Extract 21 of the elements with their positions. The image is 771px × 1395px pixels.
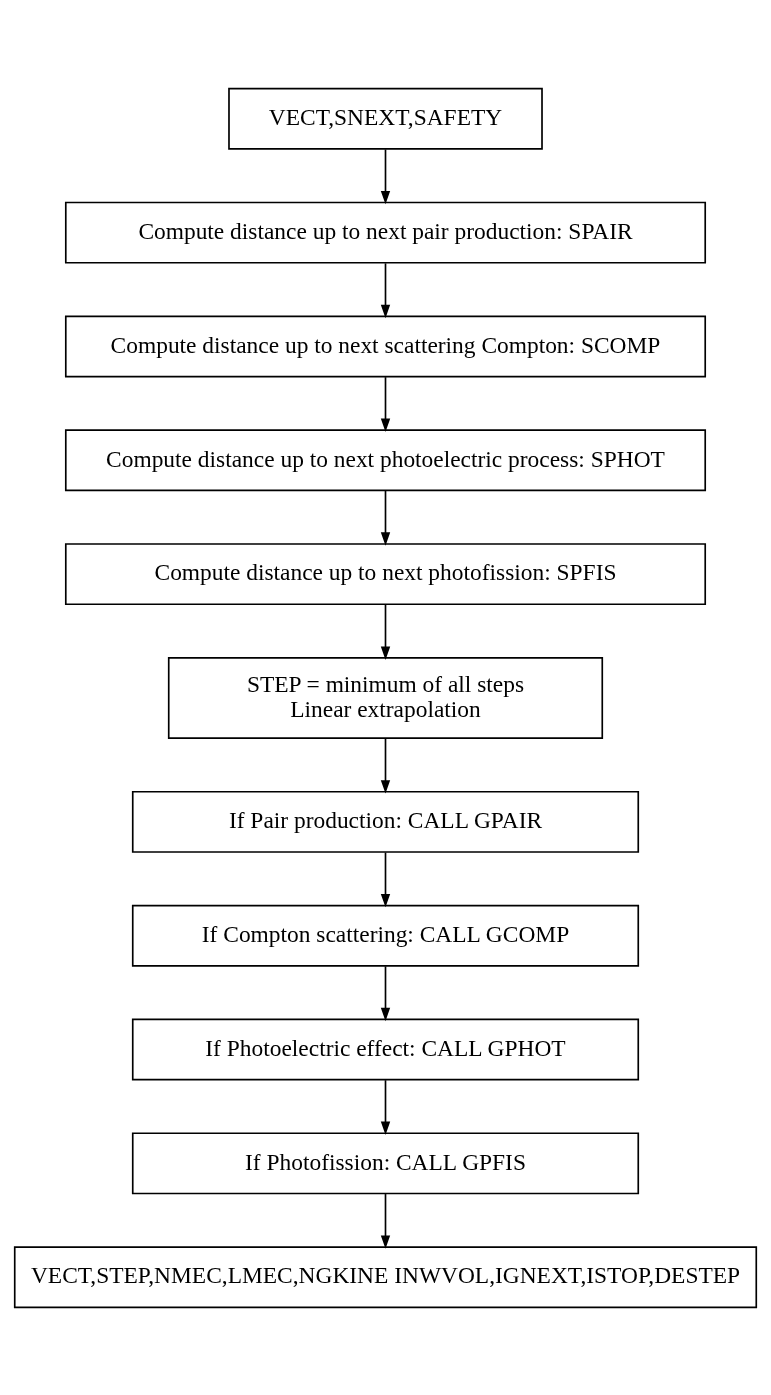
arrow [380,375,391,432]
arrow [380,851,391,907]
arrow [380,1078,391,1135]
node-box: Compute distance up to next photofission: SPFIS [64,542,707,605]
node-box: If Pair production: CALL GPAIR [131,790,640,853]
arrow [380,148,391,204]
arrow [380,603,391,660]
node-box: Compute distance up to next pair production: SPAIR [64,201,707,264]
node-box: If Compton scattering: CALL GCOMP [131,904,640,967]
arrow [380,1192,391,1249]
arrow [380,737,391,794]
node-box: Compute distance up to next photoelectric process: SPHOT [64,428,707,491]
node-box: STEP = minimum of all steps Linear extrapolation [167,656,604,739]
arrow [380,965,391,1021]
node-box: Compute distance up to next scattering Compton: SCOMP [64,315,707,377]
arrow [380,489,391,546]
node-box: If Photofission: CALL GPFIS [131,1131,640,1194]
node-box: VECT,STEP,NMEC,LMEC,NGKINE INWVOL,IGNEXT,ISTOP,DESTEP [13,1245,758,1308]
arrow [380,262,391,318]
node-box: If Photoelectric effect: CALL GPHOT [131,1018,640,1080]
node-box: VECT,SNEXT,SAFETY [228,87,543,150]
